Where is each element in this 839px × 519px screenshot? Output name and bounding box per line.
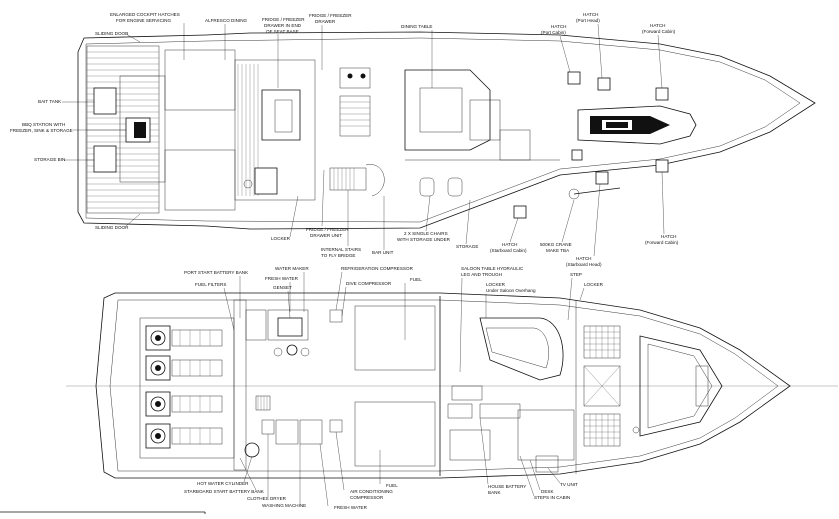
label-saloon-table-1: SALOON TABLE HYDRAULIC: [461, 266, 524, 271]
label-clothes-dryer: CLOTHES DRYER: [247, 496, 287, 501]
upper-deck-plan: [77, 31, 816, 230]
label-fresh-water-bottom: FRESH WATER: [334, 505, 368, 510]
label-fridge-drawer-1: FRIDGE / FREEZER: [309, 13, 352, 18]
label-fridge-seat-1: FRIDGE / FREEZER: [262, 17, 305, 22]
hot-water-cylinder-shape: [244, 442, 260, 458]
bbq-station-grill: [134, 122, 146, 138]
label-fuel-top: FUEL: [410, 277, 422, 282]
label-stbd-start-battery: STARBOARD START BATTERY BANK: [184, 489, 265, 494]
label-enlarged-hatches-1: ENLARGED COCKPIT HATCHES: [110, 12, 180, 17]
hatch-starboard-head: [595, 171, 609, 185]
label-fuel-bottom: FUEL: [386, 483, 398, 488]
label-hot-water-cylinder: HOT WATER CYLINDER: [197, 481, 249, 486]
hatch-forward-cabin-top: [655, 87, 669, 101]
label-fuel-filters: FUEL FILTERS: [195, 282, 226, 287]
label-crane-1: 500KG CRANE: [540, 242, 572, 247]
upper-deck-labels: SLIDING DOOR ENLARGED COCKPIT HATCHES FO…: [10, 12, 679, 267]
label-house-battery-1: HOUSE BATTERY: [488, 484, 526, 489]
label-house-battery-2: BANK: [488, 490, 501, 495]
label-enlarged-hatches-2: FOR ENGINE SERVICING: [116, 18, 171, 23]
label-crane-2: MAKE TBA: [546, 248, 570, 253]
label-hatch-port-head-2: (Port Head): [576, 18, 600, 23]
label-fresh-water-top: FRESH WATER: [265, 276, 299, 281]
hatch-forward-cabin-bottom: [655, 159, 669, 173]
label-desk: DESK: [541, 489, 554, 494]
label-locker-saloon-2: Under Saloon Overhang: [486, 288, 536, 293]
label-hatch-forward-top-1: HATCH: [650, 23, 665, 28]
label-dining-table: DINING TABLE: [401, 24, 432, 29]
label-fridge-unit-2: DRAWER UNIT: [310, 233, 342, 238]
label-hatch-fwd-bottom-1: HATCH: [661, 234, 676, 239]
label-hatch-forward-top-2: (Forward Cabin): [642, 29, 676, 34]
label-hatch-stbd-cabin-2: (Starboard Cabin): [490, 248, 527, 253]
label-bar-unit: BAR UNIT: [372, 250, 394, 255]
label-hatch-port-cabin-2: (Port Cabin): [541, 30, 566, 35]
fly-bridge-stairs: [329, 167, 367, 191]
label-hatch-port-head-1: HATCH: [583, 12, 598, 17]
label-refrigeration-compressor: REFRIGERATION COMPRESSOR: [341, 266, 414, 271]
label-fridge-seat-2: DRAWER IN END: [264, 23, 302, 28]
hatch-starboard-cabin: [513, 205, 527, 219]
label-saloon-table-2: LEG AND TROUGH: [461, 272, 502, 277]
label-bbq-station-2: FREEZER, SINK & STORAGE: [10, 128, 73, 133]
label-genset: GENSET: [273, 285, 292, 290]
label-locker: LOCKER: [271, 236, 291, 241]
label-fridge-drawer-2: DRAWER: [315, 19, 336, 24]
label-locker-fwd: LOCKER: [584, 282, 604, 287]
label-bbq-station-1: BBQ STATION WITH: [22, 122, 65, 127]
label-water-maker: WATER MAKER: [275, 266, 309, 271]
fuel-tank-starboard: [354, 401, 436, 467]
hatch-port-head: [597, 77, 611, 91]
engines: [145, 325, 223, 449]
crane-base: [568, 188, 580, 200]
label-fridge-seat-3: OF SEAT BASE: [266, 29, 299, 34]
label-locker-saloon-1: LOCKER: [486, 282, 506, 287]
label-single-chairs-2: WITH STORAGE UNDER: [397, 237, 451, 242]
label-storage: STORAGE: [456, 244, 478, 249]
hatch-port-cabin: [567, 71, 581, 85]
label-hatch-fwd-bottom-2: (Forward Cabin): [645, 240, 679, 245]
label-hatch-stbd-head-2: (Starboard Head): [566, 262, 602, 267]
label-hatch-port-cabin-1: HATCH: [551, 24, 566, 29]
label-hatch-stbd-head-1: HATCH: [576, 256, 591, 261]
lower-deck-labels: PORT START BATTERY BANK WATER MAKER FRES…: [184, 266, 604, 510]
label-storage-bin: STORAGE BIN: [34, 157, 65, 162]
label-air-conditioning-1: AIR CONDITIONING: [350, 489, 393, 494]
label-sliding-door-top: SLIDING DOOR: [95, 31, 129, 36]
label-washing-machine: WASHING MACHINE: [262, 503, 306, 508]
label-internal-stairs-1: INTERNAL STAIRS: [321, 247, 361, 252]
label-port-start-battery: PORT START BATTERY BANK: [184, 270, 249, 275]
upper-hull-outline: [77, 31, 816, 230]
cockpit-deck: [86, 45, 160, 214]
label-fridge-unit-1: FRIDGE / FREEZER: [306, 227, 349, 232]
label-internal-stairs-2: TO FLY BRIDGE: [321, 253, 355, 258]
lower-deck-plan: [66, 292, 838, 479]
label-alfresco-dining: ALFRESCO DINING: [205, 18, 248, 23]
label-dive-compressor: DIVE COMPRESSOR: [346, 281, 392, 286]
label-sliding-door-bottom: SLIDING DOOR: [95, 225, 129, 230]
label-hatch-stbd-cabin-1: HATCH: [502, 242, 517, 247]
label-tv-unit: TV UNIT: [560, 482, 578, 487]
tender: [577, 105, 697, 145]
label-bait-tank: BAIT TANK: [38, 99, 62, 104]
label-steps-in-cabin: STEPS IN CABIN: [534, 495, 570, 500]
lower-hull-outline: [95, 292, 791, 479]
label-air-conditioning-2: COMPRESSOR: [350, 495, 384, 500]
fuel-tank-port: [354, 305, 436, 371]
label-single-chairs-1: 2 X SINGLE CHAIRS: [404, 231, 448, 236]
dining-table-outline: [404, 69, 491, 151]
label-step: STEP: [570, 272, 582, 277]
